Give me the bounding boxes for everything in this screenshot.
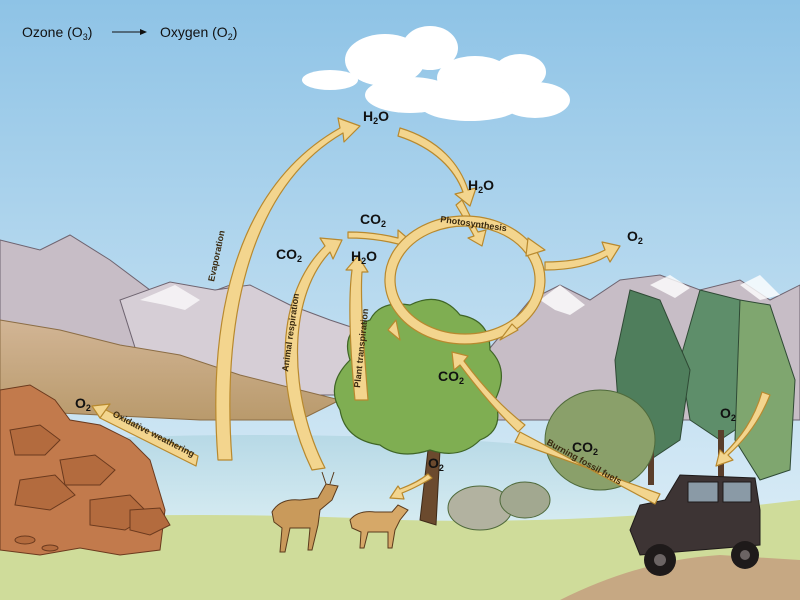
arrow-co2-tree	[451, 351, 526, 433]
arrow-animal-respiration	[284, 237, 343, 471]
grass	[0, 500, 800, 600]
legend-product: Oxygen (O2)	[160, 24, 237, 42]
arrow-evaporation	[215, 117, 361, 461]
label-h2o-right: H2O	[468, 177, 494, 195]
label-co2-tree: CO2	[438, 368, 464, 386]
jeep	[629, 474, 761, 576]
legend: Ozone (O3) Oxygen (O2)	[22, 24, 237, 42]
arrow-burning-fossil-fuels	[514, 431, 661, 505]
hills	[0, 319, 342, 421]
legend-arrowhead	[140, 29, 147, 35]
arrow-o2-car	[715, 391, 771, 467]
label-co2-fossil: CO2	[572, 439, 598, 457]
label-co2-photosynthesis: CO2	[360, 211, 386, 229]
label-h2o-top: H2O	[363, 108, 389, 126]
deer-buck	[271, 471, 339, 553]
arrow-plant-transpiration	[345, 255, 369, 401]
label-o2-out: O2	[627, 228, 643, 246]
rock-pile	[0, 384, 171, 556]
arrow-cloud-to-h2o	[397, 127, 477, 207]
arrow-o2-out	[544, 241, 621, 271]
bushes	[447, 389, 656, 531]
deer-doe	[349, 504, 409, 549]
legend-reactant: Ozone (O3)	[22, 24, 92, 42]
label-h2o-plant: H2O	[351, 248, 377, 266]
label-o2-car: O2	[720, 405, 736, 423]
process-arrows	[91, 117, 771, 505]
label-o2-rocks: O2	[75, 395, 91, 413]
arrow-o2-deer	[389, 473, 433, 500]
label-co2-animal: CO2	[276, 246, 302, 264]
label-o2-deer: O2	[428, 455, 444, 473]
cloud	[302, 26, 570, 121]
